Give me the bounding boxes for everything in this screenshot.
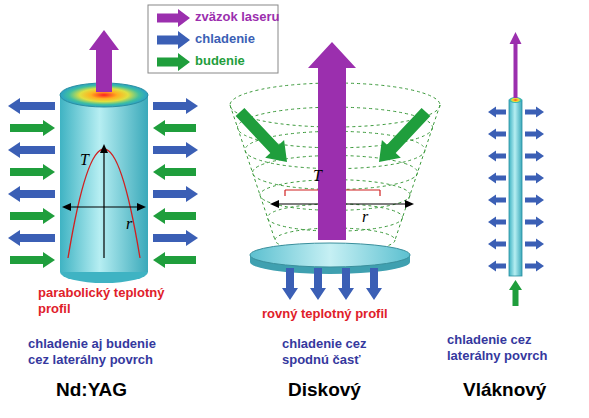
cooling-arrow: [525, 129, 544, 140]
cooling-arrow: [310, 268, 326, 300]
profile-note: rovný teplotný profil: [262, 306, 432, 322]
pump-arrow: [153, 120, 196, 136]
laser-beam-arrow: [308, 42, 356, 240]
axis-label: r: [362, 207, 376, 226]
pump-arrow: [153, 252, 196, 268]
cooling-arrow: [488, 239, 506, 250]
cooling-arrow: [8, 98, 55, 114]
cooling-arrow: [525, 107, 544, 118]
cooling-note: chladenie aj budenie cez laterálny povrc…: [28, 336, 178, 368]
cooling-arrow: [488, 151, 506, 162]
cooling-arrow: [525, 239, 544, 250]
legend-swatch: [157, 53, 190, 71]
laser-type-title: Vláknový: [463, 378, 578, 401]
profile-note: parabolický teplotný profil: [38, 285, 188, 317]
cooling-arrow: [366, 268, 382, 300]
legend-text: chladenie: [195, 31, 255, 47]
axis-label: T: [313, 166, 327, 185]
cooling-arrow: [338, 268, 354, 300]
pump-arrow: [10, 164, 55, 180]
legend-swatch: [157, 31, 190, 49]
cooling-note: chladenie cez laterálny povrch: [447, 332, 582, 364]
cooling-arrow: [488, 261, 506, 272]
cooling-arrow: [8, 230, 55, 246]
cooling-arrow: [8, 142, 55, 158]
pump-arrow: [153, 164, 196, 180]
cooling-arrow: [8, 186, 55, 202]
cooling-arrow: [488, 129, 506, 140]
fiber: [509, 97, 522, 276]
laser-type-title: Nd:YAG: [56, 378, 166, 401]
pump-arrow: [236, 108, 287, 162]
cooling-arrow: [525, 217, 544, 228]
axis-label: T: [80, 150, 94, 169]
cooling-arrow: [153, 186, 198, 202]
cooling-arrow: [525, 173, 544, 184]
legend-text: zväzok laseru: [195, 9, 280, 25]
arrows: [8, 9, 544, 306]
cooling-arrow: [153, 230, 198, 246]
cooling-note: chladenie cez spodnú časť: [282, 336, 397, 368]
ndyag-rod: [60, 83, 148, 283]
cooling-arrow: [153, 98, 198, 114]
pump-arrow: [153, 208, 196, 224]
cooling-arrow: [525, 261, 544, 272]
pump-arrow: [10, 208, 55, 224]
cooling-arrow: [488, 195, 506, 206]
cooling-arrow: [282, 268, 298, 300]
laser-beam-arrow: [510, 32, 522, 98]
cooling-arrow: [525, 195, 544, 206]
pump-arrow: [10, 252, 55, 268]
pump-arrow: [10, 120, 55, 136]
cooling-arrow: [525, 151, 544, 162]
axis-label: r: [126, 214, 140, 233]
laser-beam-arrow: [89, 30, 119, 92]
legend-text: budenie: [195, 53, 245, 69]
cooling-arrow: [488, 217, 506, 228]
pump-arrow: [509, 280, 522, 306]
cooling-arrow: [153, 142, 198, 158]
pump-arrow: [379, 108, 430, 162]
cooling-arrow: [488, 173, 506, 184]
cooling-arrow: [488, 107, 506, 118]
laser-type-title: Diskový: [288, 378, 398, 401]
legend-swatch: [157, 9, 190, 27]
